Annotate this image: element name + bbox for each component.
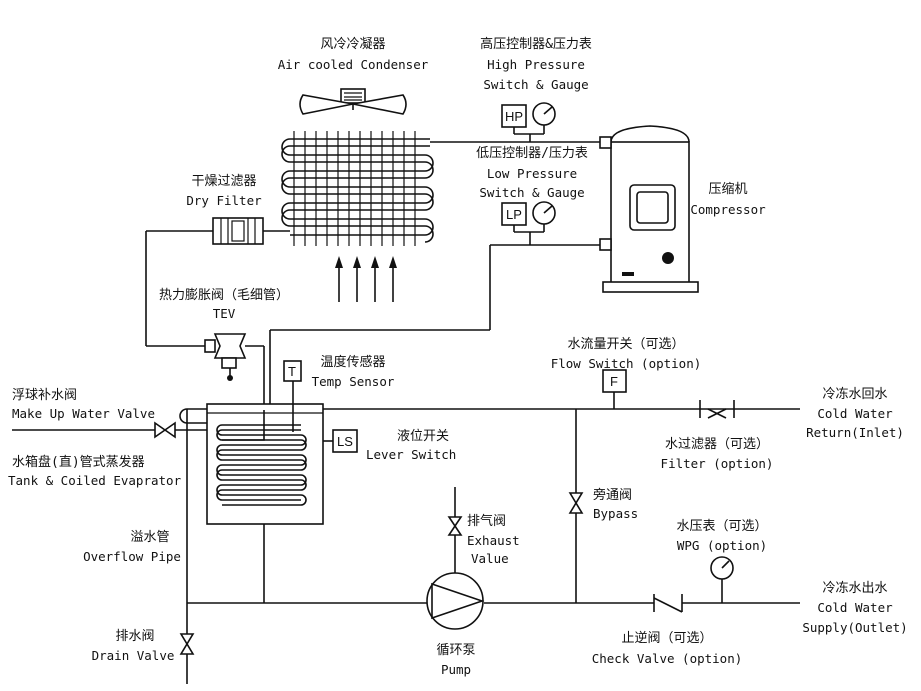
filter-label-cn: 水过滤器（可选） [665, 437, 769, 452]
flow-label-cn: 水流量开关（可选） [567, 337, 684, 352]
dryfilter-label-cn: 干燥过滤器 [191, 174, 256, 189]
condenser-fan-icon [299, 88, 407, 115]
lp-switch-gauge: LP [501, 201, 556, 245]
level-label-cn: 液位开关 [397, 429, 449, 444]
hp-label-cn: 高压控制器&压力表 [480, 36, 592, 52]
temp-box-label: T [288, 364, 296, 379]
makeup-water-valve-icon [154, 421, 176, 439]
overflow-label-cn: 溢水管 [130, 530, 169, 545]
drain-valve-icon [179, 633, 195, 655]
dryfilter-label-en: Dry Filter [186, 193, 262, 208]
condenser-fins [293, 131, 416, 246]
tev-label-en: TEV [213, 306, 236, 321]
lp-box-label: LP [506, 207, 522, 222]
supply-label-en2: Supply(Outlet) [802, 620, 907, 635]
exhaust-label-en1: Exhaust [467, 533, 520, 548]
tev-valve-icon [204, 333, 247, 381]
level-switch: LS [323, 429, 358, 453]
check-label-cn: 止逆阀（可选） [621, 630, 712, 646]
lp-label-en1: Low Pressure [487, 166, 577, 181]
hp-label-en1: High Pressure [487, 57, 585, 72]
check-valve-icon [653, 594, 683, 613]
hp-box-label: HP [505, 109, 523, 124]
return-label-en2: Return(Inlet) [806, 425, 904, 440]
drain-label-en: Drain Valve [92, 648, 175, 663]
compressor [599, 125, 699, 293]
wpg-label-cn: 水压表（可选） [676, 519, 767, 534]
exhaust-label-en2: Value [471, 551, 509, 566]
check-label-en: Check Valve (option) [592, 651, 743, 666]
compressor-label-en: Compressor [690, 202, 766, 217]
hp-switch-gauge: HP [501, 102, 556, 142]
water-filter-icon [699, 400, 735, 419]
overflow-label-en: Overflow Pipe [83, 549, 181, 564]
hp-label-en2: Switch & Gauge [483, 77, 588, 92]
dry-filter [212, 217, 264, 245]
tank-label-en: Tank & Coiled Evaprator [8, 473, 182, 488]
pump-label-en: Pump [441, 662, 471, 677]
makeup-label-cn: 浮球补水阀 [12, 388, 77, 403]
level-box-label: LS [337, 434, 353, 449]
return-label-en1: Cold Water [817, 406, 893, 421]
flow-label-en: Flow Switch (option) [551, 356, 702, 371]
level-label-en: Lever Switch [366, 447, 456, 462]
temp-label-en: Temp Sensor [312, 374, 395, 389]
wpg-label-en: WPG (option) [677, 538, 767, 553]
airflow-arrows-icon [335, 256, 397, 302]
lp-label-cn: 低压控制器/压力表 [476, 146, 588, 161]
flow-switch: F [602, 369, 627, 409]
exhaust-valve-icon [447, 516, 463, 536]
temp-label-cn: 温度传感器 [320, 354, 385, 370]
condenser-label-en: Air cooled Condenser [278, 57, 429, 72]
temp-sensor: T [283, 360, 302, 405]
lp-label-en2: Switch & Gauge [479, 185, 584, 200]
wpg-gauge [710, 556, 734, 603]
condenser-coil [281, 145, 434, 243]
makeup-label-en: Make Up Water Valve [12, 406, 155, 421]
bypass-label-en: Bypass [593, 506, 638, 521]
condenser-label-cn: 风冷冷凝器 [320, 36, 385, 52]
tank-label-cn: 水箱盘(直)管式蒸发器 [12, 454, 145, 470]
drain-label-cn: 排水阀 [115, 629, 154, 644]
filter-label-en: Filter (option) [661, 456, 774, 471]
pump-icon [426, 572, 485, 630]
supply-label-cn: 冷冻水出水 [822, 580, 887, 596]
bypass-label-cn: 旁通阀 [593, 487, 632, 503]
pump-label-cn: 循环泵 [436, 643, 475, 658]
return-label-cn: 冷冻水回水 [822, 386, 887, 402]
compressor-label-cn: 压缩机 [708, 181, 747, 197]
tev-label-cn: 热力膨胀阀（毛细管） [159, 288, 289, 303]
tank-coiled-evaporator [206, 403, 324, 525]
bypass-valve-icon [568, 492, 584, 514]
air-cooled-condenser [281, 88, 434, 302]
supply-label-en1: Cold Water [817, 600, 893, 615]
exhaust-label-cn: 排气阀 [467, 513, 506, 529]
flow-box-label: F [610, 374, 618, 389]
